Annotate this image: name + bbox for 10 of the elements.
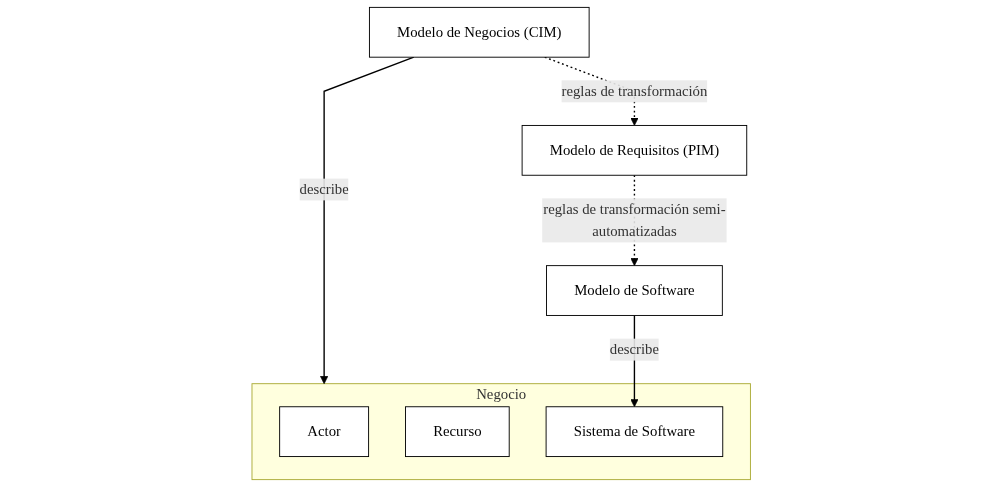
edge-label: describe: [610, 341, 660, 357]
node-box: Recurso: [405, 406, 510, 457]
node-box: Sistema de Software: [545, 406, 724, 457]
node-box: Modelo de Software: [546, 265, 724, 316]
edge-label: reglas de transformación semi-automatizadas: [543, 201, 726, 239]
edge-label: reglas de transformación: [561, 83, 708, 99]
node-box: Actor: [279, 406, 370, 457]
edge-label: describe: [299, 181, 350, 197]
node-box: Modelo de Requisitos (PIM): [521, 125, 748, 176]
node-box: Modelo de Negocios (CIM): [369, 6, 590, 58]
